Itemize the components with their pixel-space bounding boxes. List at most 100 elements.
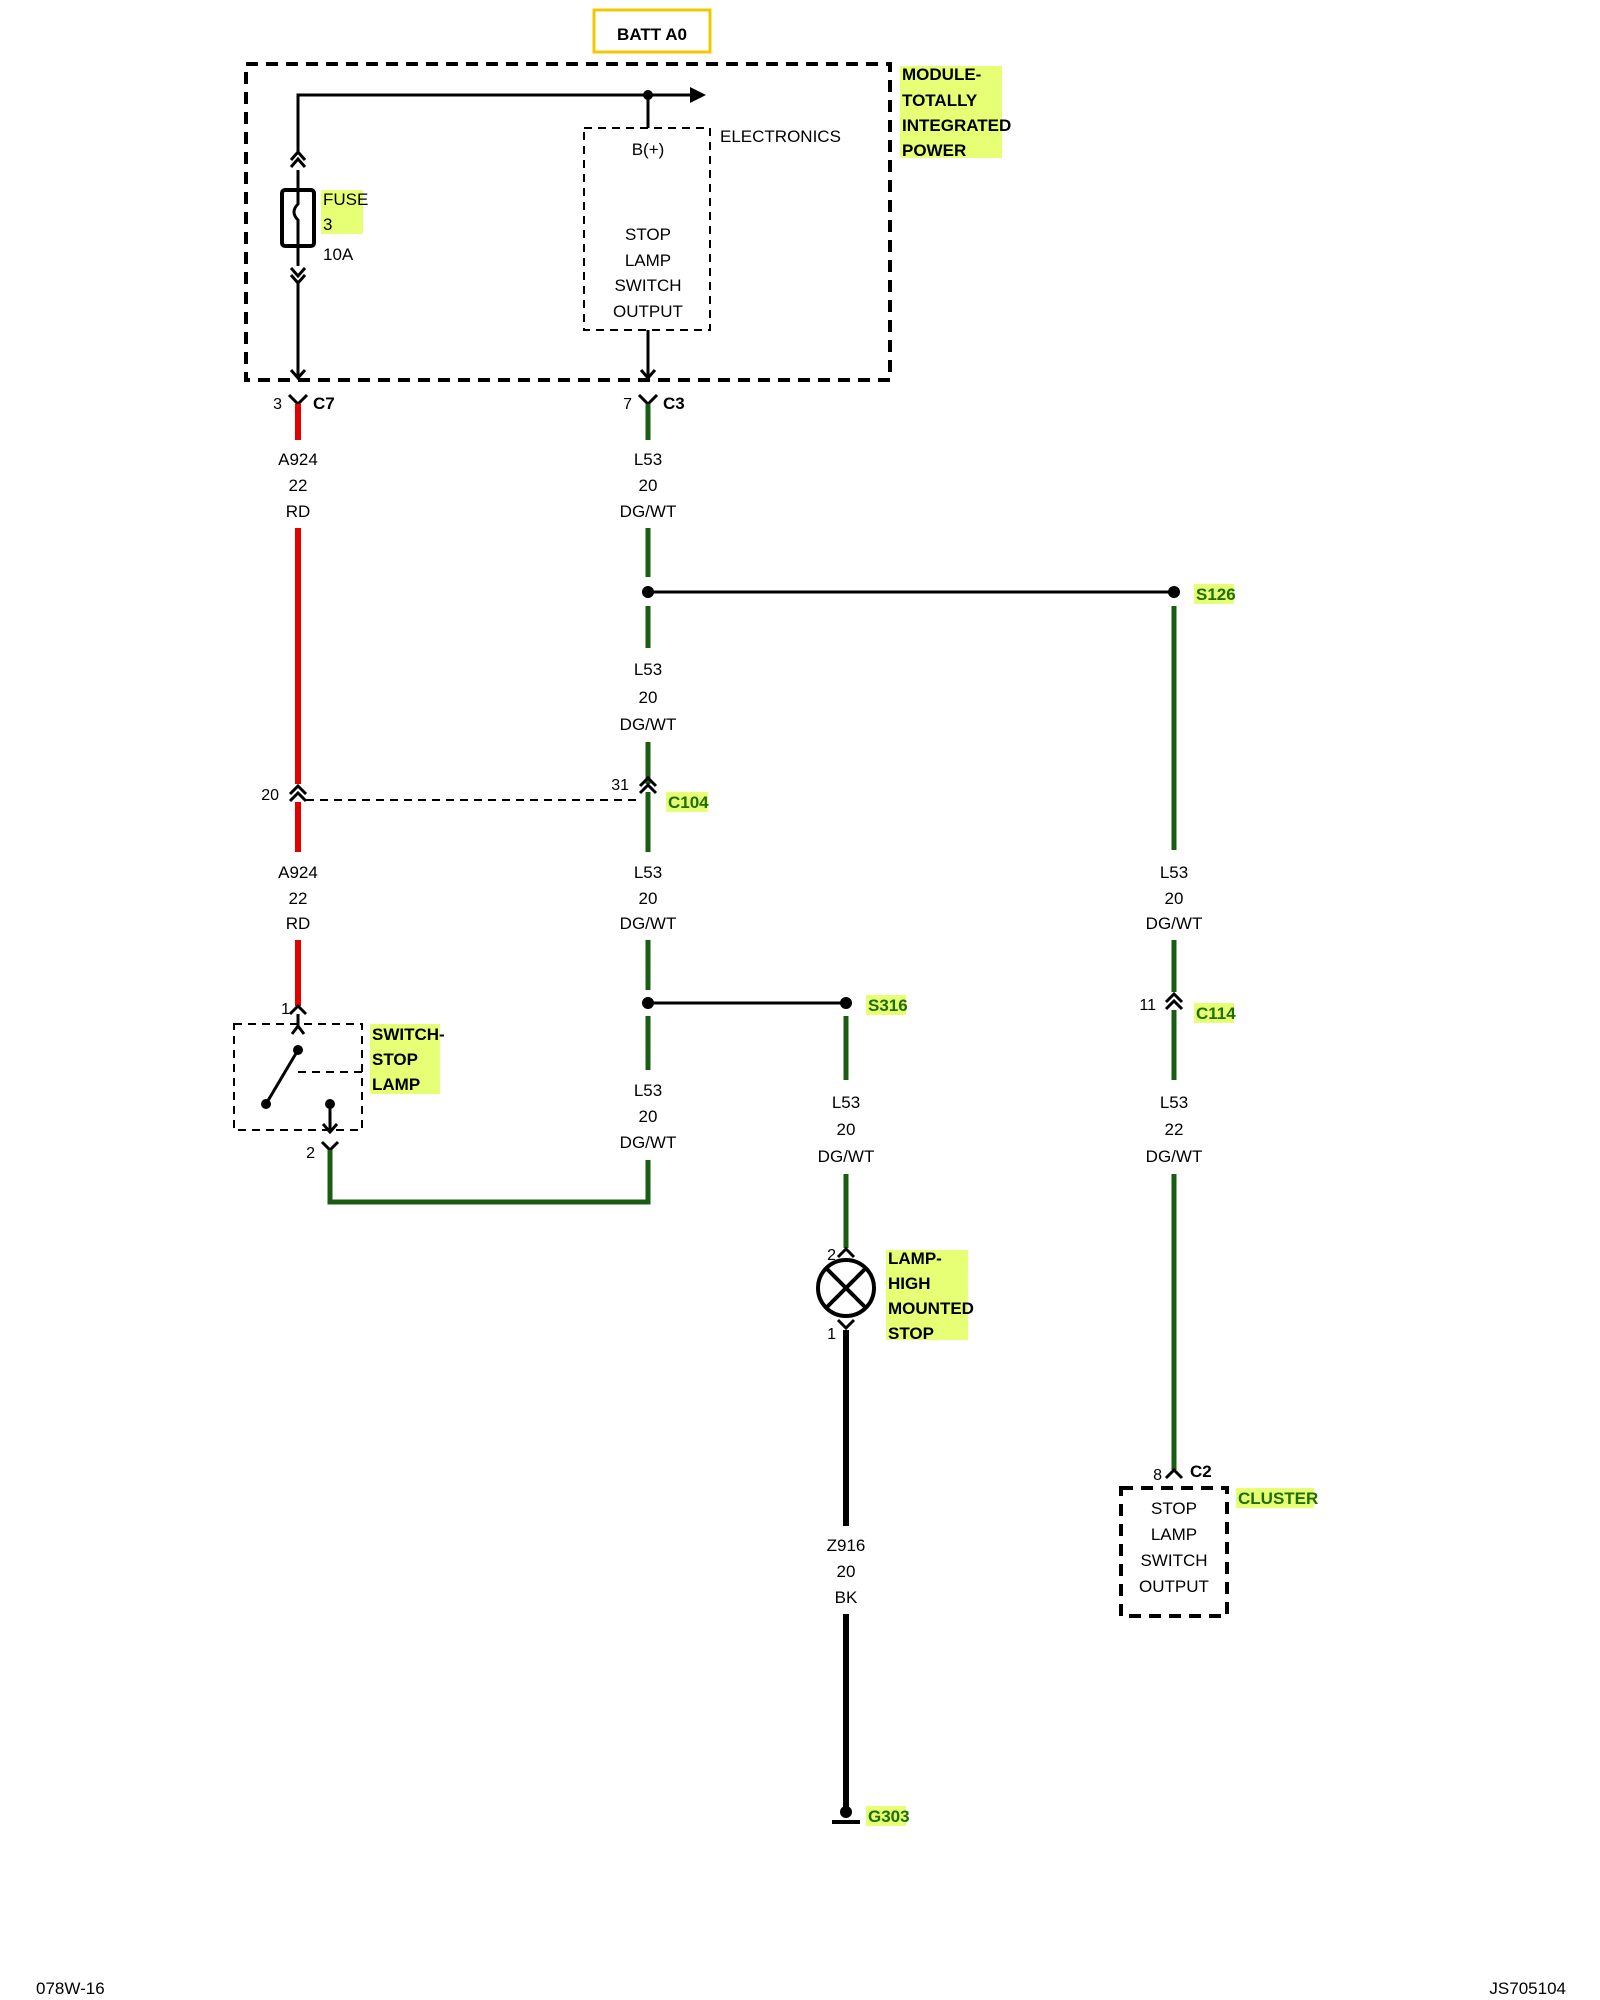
switch-contact-top — [290, 1014, 306, 1035]
l53-top-color: DG/WT — [620, 502, 677, 521]
tipm-name-highlight — [900, 66, 1002, 158]
l53-top-circuit: L53 — [634, 450, 662, 469]
electronics-label: ELECTRONICS — [720, 127, 841, 146]
electronics-box — [583, 127, 711, 331]
a924-upper-gauge: 22 — [289, 476, 308, 495]
a924-lower-gauge: 22 — [289, 889, 308, 908]
fuse-top-terminal — [289, 149, 307, 168]
chmsl-name-line-1: LAMP- — [888, 1249, 942, 1268]
fuse-name-highlight — [321, 190, 363, 234]
switch-blade — [264, 1049, 300, 1105]
a924-lower-color: RD — [286, 914, 311, 933]
l53-c104-below-circuit: L53 — [634, 863, 662, 882]
cluster-output-line-3: SWITCH — [1140, 1551, 1207, 1570]
chmsl-name-highlight — [886, 1250, 968, 1340]
cluster-box — [1119, 1486, 1229, 1618]
c3-female-terminal — [639, 369, 657, 381]
switch-name-line-3: LAMP — [372, 1075, 420, 1094]
tipm-name-line-2: TOTALLY — [902, 91, 978, 110]
chmsl-pin-bottom: 1 — [827, 1326, 836, 1343]
fuse-bottom-terminal — [289, 267, 307, 286]
tipm-module-outline — [244, 62, 892, 382]
z916-gauge: 20 — [837, 1562, 856, 1581]
c7-pin: 3 — [273, 396, 282, 413]
l53-s316-color: DG/WT — [818, 1147, 875, 1166]
a924-upper-color: RD — [286, 502, 311, 521]
fuse-name-line-2: 3 — [323, 215, 332, 234]
c104-pin-right: 31 — [611, 777, 629, 794]
cluster-output-line-1: STOP — [1151, 1499, 1197, 1518]
stop-switch-box — [233, 1023, 363, 1131]
chmsl-top-terminal — [836, 1246, 856, 1259]
cluster-output-line-2: LAMP — [1151, 1525, 1197, 1544]
cluster-label: CLUSTER — [1238, 1489, 1318, 1508]
tipm-name-line-4: POWER — [902, 141, 966, 160]
l53-mid-gauge: 20 — [639, 688, 658, 707]
batt-label-box — [592, 8, 712, 54]
tipm-name-line-1: MODULE- — [902, 65, 981, 84]
switch-name-highlight — [370, 1024, 440, 1094]
lamp-cross-2 — [824, 1266, 868, 1310]
c104-label: C104 — [668, 793, 709, 812]
switch-output-terminal — [321, 1104, 339, 1135]
a924-upper-circuit: A924 — [278, 450, 318, 469]
ground-dot — [840, 1806, 852, 1818]
l53-mid-circuit: L53 — [634, 660, 662, 679]
l53-s316-gauge: 20 — [837, 1120, 856, 1139]
tipm-output-line-1: STOP — [625, 225, 671, 244]
l53-s316-circuit: L53 — [832, 1093, 860, 1112]
l53-right-lower-color: DG/WT — [1146, 1147, 1203, 1166]
switch-pin-bottom: 2 — [306, 1145, 315, 1162]
s126-splice-dot — [1168, 586, 1180, 598]
c114-pin: 11 — [1139, 997, 1156, 1014]
bus-arrow — [690, 87, 706, 103]
c2-name: C2 — [1190, 1462, 1212, 1481]
internal-bus-wire — [296, 93, 690, 152]
s316-highlight — [866, 995, 906, 1015]
cluster-output-line-4: OUTPUT — [1139, 1577, 1209, 1596]
chmsl-pin-top: 2 — [827, 1247, 836, 1264]
g303-highlight — [866, 1806, 906, 1826]
a924-lower-circuit: A924 — [278, 863, 318, 882]
c7-name: C7 — [313, 394, 335, 413]
l53-right-upper-color: DG/WT — [1146, 914, 1203, 933]
l53-switch-return-circuit: L53 — [634, 1081, 662, 1100]
bplus-label: B(+) — [632, 140, 665, 159]
batt-label: BATT A0 — [617, 25, 687, 44]
chmsl-name-line-4: STOP — [888, 1324, 934, 1343]
l53-switch-return-color: DG/WT — [620, 1133, 677, 1152]
z916-circuit: Z916 — [827, 1536, 866, 1555]
switch-name-line-2: STOP — [372, 1050, 418, 1069]
c104-right-terminal — [638, 775, 658, 795]
tipm-output-line-4: OUTPUT — [613, 302, 683, 321]
s316-splice-dot — [840, 997, 852, 1009]
fuse-element — [292, 170, 300, 266]
switch-bottom-terminal — [320, 1140, 340, 1153]
c114-highlight — [1194, 1003, 1234, 1023]
cluster-highlight — [1236, 1488, 1314, 1508]
switch-contact-left — [261, 1099, 271, 1109]
l53-right-upper-gauge: 20 — [1165, 889, 1184, 908]
chmsl-name-line-3: MOUNTED — [888, 1299, 974, 1318]
l53-top-gauge: 20 — [639, 476, 658, 495]
fuse-rating: 10A — [323, 245, 354, 264]
c2-pin: 8 — [1153, 1467, 1162, 1484]
l53-right-lower-circuit: L53 — [1160, 1093, 1188, 1112]
footer-right-code: JS705104 — [1489, 1979, 1566, 1998]
c104-left-terminal — [288, 783, 308, 803]
l53-c104-below-color: DG/WT — [620, 914, 677, 933]
tipm-name-line-3: INTEGRATED — [902, 116, 1011, 135]
c7-female-terminal — [289, 369, 307, 381]
tipm-output-line-3: SWITCH — [614, 276, 681, 295]
l53-c104-below-gauge: 20 — [639, 889, 658, 908]
tipm-output-line-2: LAMP — [625, 251, 671, 270]
switch-top-terminal — [288, 1003, 308, 1016]
c2-terminal — [1164, 1467, 1184, 1480]
chmsl-bottom-terminal — [836, 1318, 856, 1331]
l53-mid-color: DG/WT — [620, 715, 677, 734]
s316-label: S316 — [868, 996, 908, 1015]
l53-right-upper-circuit: L53 — [1160, 863, 1188, 882]
s126-highlight — [1194, 584, 1234, 604]
c7-male-terminal — [287, 393, 309, 407]
